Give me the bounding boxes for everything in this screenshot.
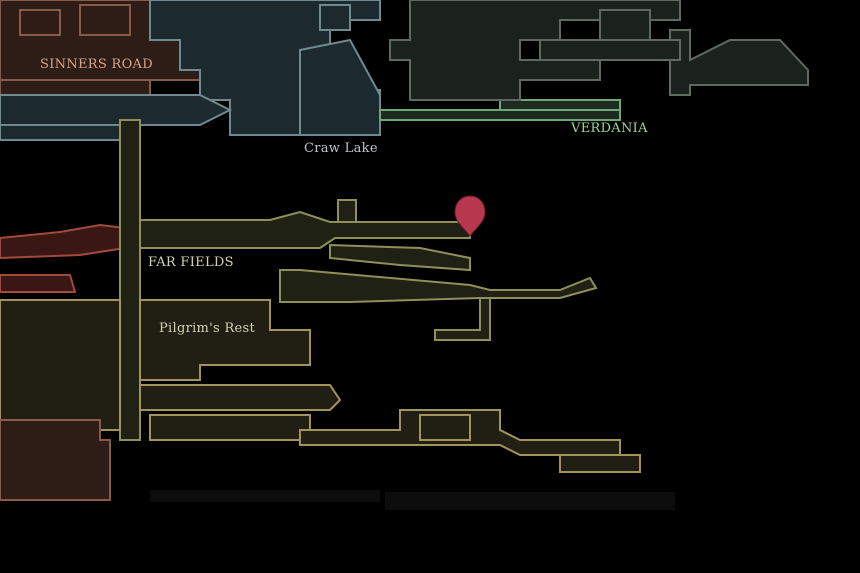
region-label-sinners-road: SINNERS ROAD — [40, 57, 153, 72]
northeast-area[interactable] — [389, 0, 809, 101]
map-pin-icon[interactable] — [454, 195, 486, 237]
region-label-craw-lake: Craw Lake — [304, 141, 378, 156]
lower-left-area[interactable] — [0, 419, 111, 501]
region-label-verdania: VERDANIA — [571, 121, 648, 136]
region-label-far-fields: FAR FIELDS — [148, 255, 234, 270]
pilgrims-rest-area[interactable] — [0, 299, 641, 473]
faint-traces — [150, 490, 675, 510]
red-zone-area[interactable] — [0, 223, 126, 293]
verdania-area[interactable] — [379, 99, 621, 121]
region-label-pilgrims-rest: Pilgrim's Rest — [159, 321, 256, 336]
far-fields-area[interactable] — [119, 119, 598, 441]
craw-lake-area[interactable] — [0, 0, 381, 141]
